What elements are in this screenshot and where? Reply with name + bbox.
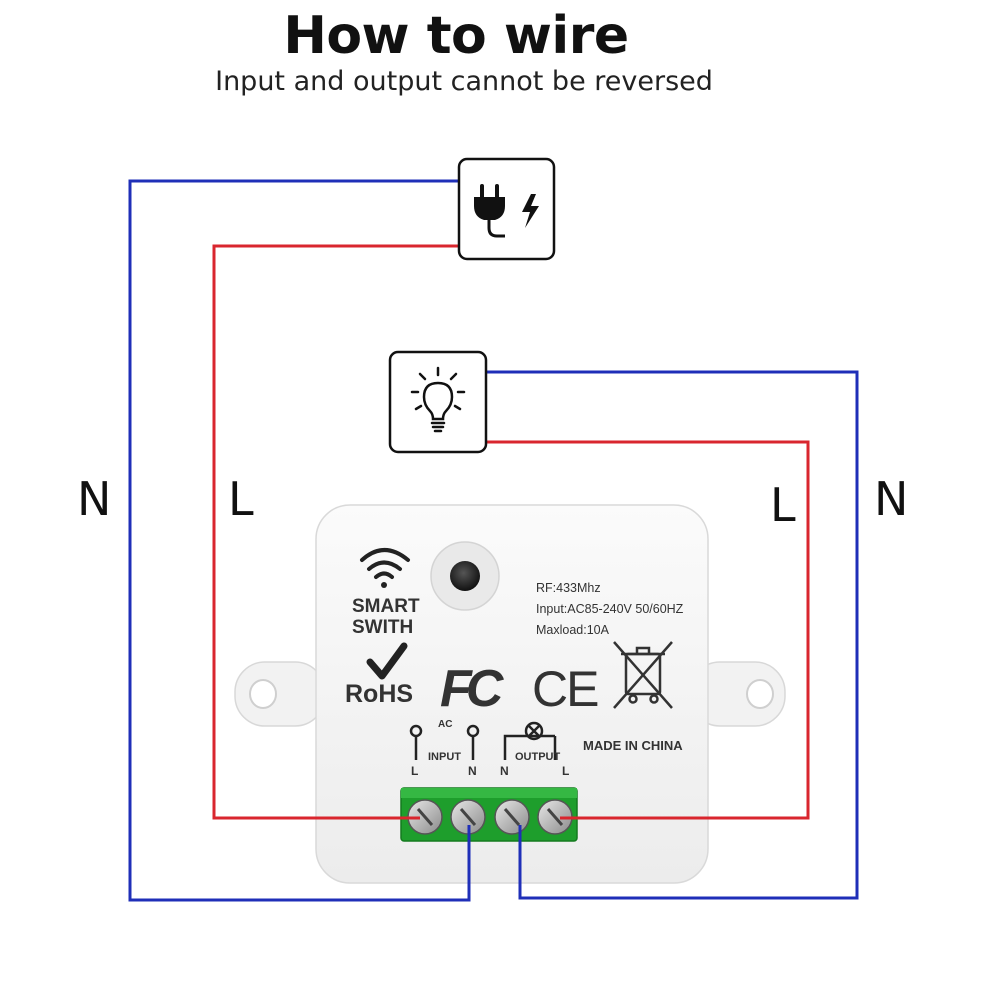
terminal-label-output-l: L bbox=[562, 764, 569, 778]
terminal-markings bbox=[409, 721, 557, 760]
wire-live-input bbox=[212, 244, 458, 820]
terminal-screw-output-n bbox=[494, 799, 530, 835]
output-label: OUTPUT bbox=[515, 751, 561, 763]
input-label: INPUT bbox=[428, 751, 461, 763]
weee-bin-icon bbox=[613, 641, 673, 709]
mounting-tab-right bbox=[689, 661, 786, 727]
spec-maxload: Maxload:10A bbox=[536, 623, 610, 637]
terminal-screw-output-l bbox=[537, 799, 573, 835]
wire-label-inner-left: L bbox=[228, 472, 254, 526]
light-bulb-icon bbox=[410, 366, 466, 433]
made-in-label: MADE IN CHINA bbox=[583, 738, 683, 753]
terminal-screw-input-l bbox=[407, 799, 443, 835]
wifi-icon bbox=[360, 548, 410, 588]
wire-neutral-output bbox=[487, 370, 859, 900]
spec-rf: RF:433Mhz bbox=[536, 581, 601, 595]
spec-input: Input:AC85-240V 50/60HZ bbox=[536, 602, 684, 616]
power-plug-lightning-icon bbox=[474, 184, 539, 238]
diagram-title: How to wire bbox=[283, 6, 629, 66]
terminal-label-input-l: L bbox=[411, 764, 418, 778]
light-load-box bbox=[388, 350, 488, 454]
wire-label-outer-right: N bbox=[874, 472, 909, 526]
rohs-text: RoHS bbox=[345, 680, 413, 708]
terminal-label-output-n: N bbox=[500, 764, 509, 778]
mounting-tab-left bbox=[234, 661, 326, 727]
wire-label-inner-right: L bbox=[770, 478, 796, 532]
ce-mark: CE bbox=[532, 661, 598, 717]
wire-neutral-input bbox=[128, 179, 471, 902]
logo-line1: SMART bbox=[352, 596, 420, 617]
rohs-mark: RoHS bbox=[345, 642, 413, 708]
power-source-box bbox=[457, 157, 556, 261]
ac-label: AC bbox=[438, 719, 452, 730]
wire-label-outer-left: N bbox=[77, 472, 112, 526]
wire-live-output bbox=[487, 440, 810, 820]
logo-line2: SWITH bbox=[352, 617, 413, 638]
pairing-button bbox=[430, 541, 500, 611]
terminal-label-input-n: N bbox=[468, 764, 477, 778]
terminal-block bbox=[400, 787, 578, 842]
fcc-mark: FC bbox=[440, 660, 505, 718]
diagram-subtitle: Input and output cannot be reversed bbox=[215, 66, 713, 97]
